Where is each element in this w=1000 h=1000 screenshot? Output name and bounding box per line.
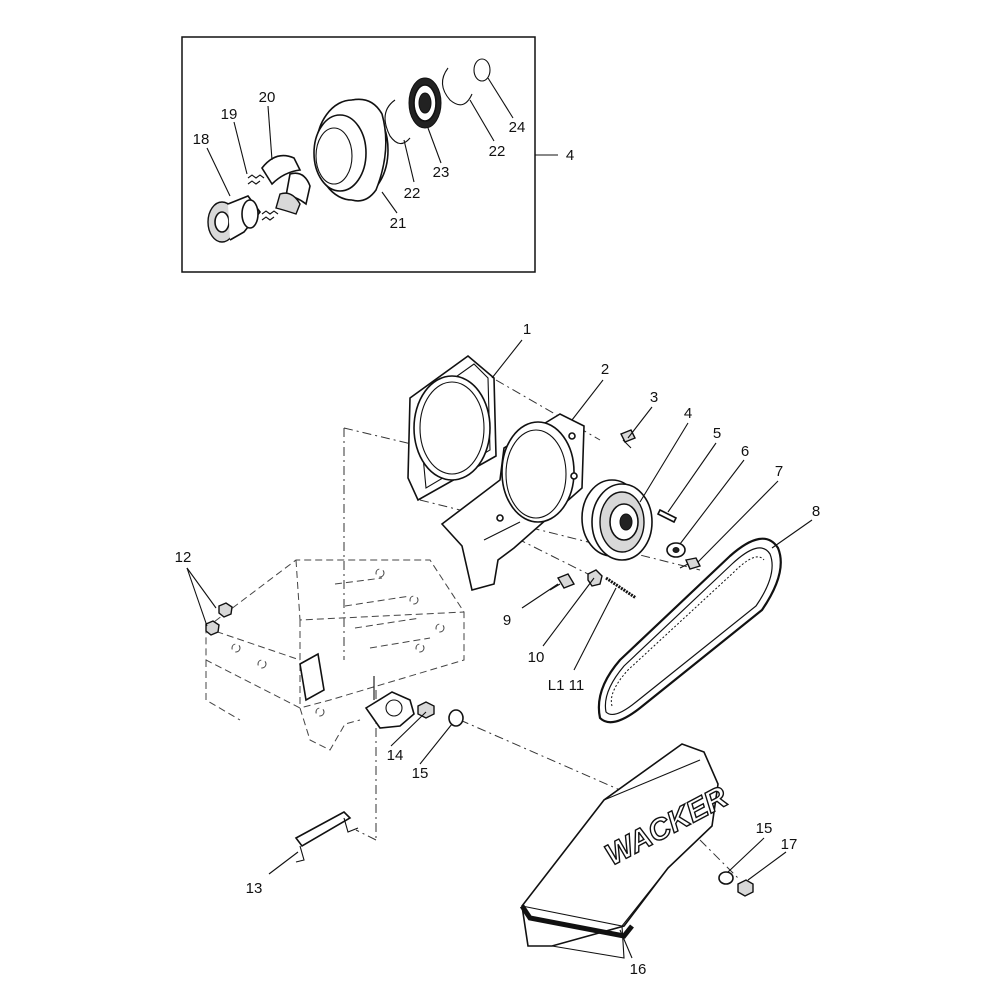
bolt-7 xyxy=(679,557,701,570)
engine-frame-phantom xyxy=(205,559,465,751)
callout-13: 13 xyxy=(246,880,263,897)
key-5 xyxy=(656,508,678,524)
callout-12: 12 xyxy=(175,549,192,566)
snap-ring-a xyxy=(384,99,411,145)
callout-6: 6 xyxy=(741,443,749,460)
v-belt xyxy=(597,537,782,724)
washer-15-b xyxy=(718,871,734,885)
clutch-hub xyxy=(207,195,262,243)
callout-7: 7 xyxy=(775,463,783,480)
callout-16: 16 xyxy=(630,961,647,978)
callout-14: 14 xyxy=(387,747,404,764)
callout-15-b: 15 xyxy=(756,820,773,837)
callout-23: 23 xyxy=(433,164,450,181)
leader-lines xyxy=(186,339,813,959)
callout-24: 24 xyxy=(509,119,526,136)
nut-17 xyxy=(737,879,754,897)
bolt-9 xyxy=(549,573,576,591)
callout-18: 18 xyxy=(193,131,210,148)
belt-guard-cover: WACKER xyxy=(519,743,734,959)
clutch-springs xyxy=(247,174,279,221)
stud-plate-13 xyxy=(294,811,359,863)
callout-2: 2 xyxy=(601,361,609,378)
callout-1: 1 xyxy=(523,321,531,338)
callout-11: L1 11 xyxy=(548,677,584,694)
belt-guard-plate xyxy=(407,354,497,502)
bearing xyxy=(408,77,442,129)
clutch-pulley xyxy=(581,479,653,561)
washer-15-a xyxy=(448,709,464,727)
callout-20: 20 xyxy=(259,89,276,106)
callout-4: 4 xyxy=(684,405,692,422)
callout-17: 17 xyxy=(781,836,798,853)
callout-9: 9 xyxy=(503,612,511,629)
callout-22-b: 22 xyxy=(489,143,506,160)
callout-8: 8 xyxy=(812,503,820,520)
bolt-3 xyxy=(620,429,636,449)
frame-bracket xyxy=(299,652,325,702)
nuts-12 xyxy=(205,602,233,636)
callout-10: 10 xyxy=(528,649,545,666)
mounting-bracket xyxy=(440,413,585,591)
clutch-shoes xyxy=(261,154,311,215)
washer-24 xyxy=(473,58,491,82)
clutch-drum xyxy=(313,98,389,202)
callout-5: 5 xyxy=(713,425,721,442)
stud-11 xyxy=(605,576,637,600)
callout-3: 3 xyxy=(650,389,658,406)
callout-22-a: 22 xyxy=(404,185,421,202)
tensioner-bracket-14 xyxy=(364,676,435,729)
callout-21: 21 xyxy=(390,215,407,232)
clutch-inset: 18 19 20 21 22 23 22 24 4 xyxy=(181,36,574,273)
callout-19: 19 xyxy=(221,106,238,123)
callout-4-inset: 4 xyxy=(566,147,574,164)
snap-ring-b xyxy=(441,67,473,106)
callout-15-a: 15 xyxy=(412,765,429,782)
